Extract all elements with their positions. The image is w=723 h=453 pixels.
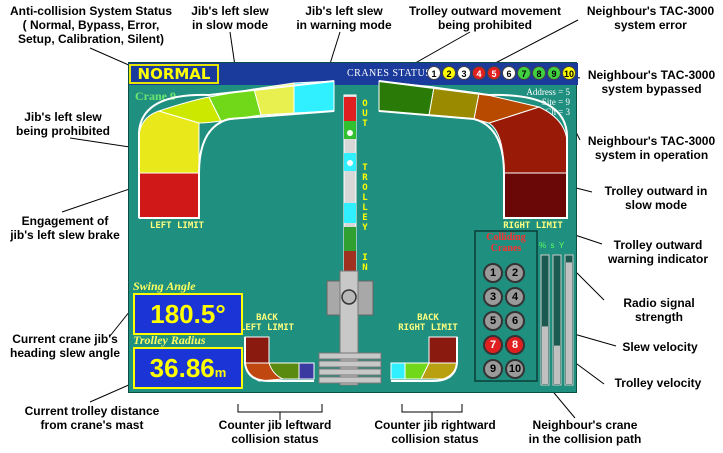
- colliding-crane-button-3[interactable]: 3: [483, 287, 503, 307]
- colliding-crane-button-2[interactable]: 2: [505, 263, 525, 283]
- annotation-slew-velocity: Slew velocity: [622, 340, 698, 354]
- colliding-cranes-panel: [474, 230, 538, 382]
- colliding-crane-button-4[interactable]: 4: [505, 287, 525, 307]
- trolley-position-marker: [347, 130, 353, 136]
- annotation-slew-prohibited: Jib's left slew being prohibited: [16, 110, 110, 138]
- trolley-radius-label: Trolley Radius: [133, 333, 206, 347]
- velocity-labels: % s Y: [539, 241, 565, 250]
- left-slew-limit-zone: [138, 172, 200, 219]
- counter-jib-right-zone-4: [390, 362, 406, 380]
- crane-status-dot-2[interactable]: 2: [442, 66, 456, 80]
- annotation-trolley-warning: Trolley outward warning indicator: [607, 238, 708, 266]
- trolley-radius-readout: 36.86m: [133, 347, 243, 389]
- colliding-crane-button-9[interactable]: 9: [483, 359, 503, 379]
- swing-angle-label: Swing Angle: [133, 279, 196, 293]
- annotation-slew-brake: Engagement of jib's left slew brake: [10, 214, 120, 242]
- crane-status-dot-5[interactable]: 5: [487, 66, 501, 80]
- trolley-radius-unit: m: [214, 365, 227, 380]
- annotation-radio-signal: Radio signal strength: [623, 296, 695, 324]
- annotation-trolley-prohibited: Trolley outward movement being prohibite…: [408, 4, 562, 32]
- swing-angle-readout: 180.5°: [133, 293, 243, 335]
- annotation-neighbour-error: Neighbour's TAC-3000 system error: [586, 4, 715, 32]
- crane-status-dot-6[interactable]: 6: [502, 66, 516, 80]
- slew-graphics: [138, 80, 574, 386]
- annotation-cj-left: Counter jib leftward collision status: [218, 418, 332, 446]
- trolley-in-label: IN: [362, 253, 368, 273]
- right-slew-limit-zone: [503, 172, 568, 219]
- counter-jib-left-zone-3: [268, 362, 300, 380]
- annotation-heading-angle: Current crane jib's heading slew angle: [9, 332, 121, 360]
- counter-jib-right-zone-1: [428, 336, 458, 364]
- colliding-cranes-title: Colliding Cranes: [486, 232, 526, 254]
- cranes-status-label: CRANES STATUS: [347, 68, 432, 79]
- back-right-limit-label: BACK RIGHT LIMIT: [398, 313, 458, 333]
- annotation-trolley-distance: Current trolley distance from crane's ma…: [24, 404, 160, 432]
- crane-status-dot-9[interactable]: 9: [547, 66, 561, 80]
- annotation-slew-warning: Jib's left slew in warning mode: [296, 4, 392, 32]
- slew-velocity-bar: [540, 254, 550, 386]
- crane-status-dot-4[interactable]: 4: [472, 66, 486, 80]
- colliding-crane-button-8[interactable]: 8: [505, 335, 525, 355]
- annotation-neighbour-path: Neighbour's crane in the collision path: [528, 418, 642, 446]
- trolley-label: TROLLEY: [362, 163, 368, 233]
- system-status-indicator[interactable]: NORMAL: [129, 64, 219, 84]
- colliding-crane-button-6[interactable]: 6: [505, 311, 525, 331]
- back-left-limit-label: BACK LEFT LIMIT: [239, 313, 295, 333]
- crane-status-dot-10[interactable]: 10: [562, 66, 576, 80]
- trolley-radius-value: 36.86: [149, 353, 215, 383]
- crane-status-dot-1[interactable]: 1: [427, 66, 441, 80]
- crane-status-dot-7[interactable]: 7: [517, 66, 531, 80]
- crane-status-dot-8[interactable]: 8: [532, 66, 546, 80]
- annotation-slew-slow: Jib's left slew in slow mode: [191, 4, 269, 32]
- annotation-trolley-slow: Trolley outward in slow mode: [604, 184, 708, 212]
- counter-jib-left-zone-4: [298, 362, 315, 380]
- colliding-crane-button-7[interactable]: 7: [483, 335, 503, 355]
- colliding-crane-button-5[interactable]: 5: [483, 311, 503, 331]
- trolley-out-label: OUT: [362, 99, 368, 129]
- annotation-neighbour-bypassed: Neighbour's TAC-3000 system bypassed: [587, 68, 716, 96]
- trolley-velocity-bar: [552, 254, 562, 386]
- slew-velocity-fill: [542, 326, 548, 384]
- annotation-trolley-velocity: Trolley velocity: [614, 376, 702, 390]
- left-limit-label: LEFT LIMIT: [149, 221, 205, 231]
- counter-jib-left-zone-1: [244, 336, 270, 364]
- swing-angle-value: 180.5°: [150, 299, 226, 329]
- annotation-system-status: Anti-collision System Status ( Normal, B…: [9, 4, 173, 46]
- trolley-velocity-fill: [554, 345, 560, 384]
- site-readout: Site = 9: [541, 97, 570, 107]
- trolley-prohibited-segment: [344, 97, 356, 121]
- colliding-crane-button-1[interactable]: 1: [483, 263, 503, 283]
- colliding-crane-button-10[interactable]: 10: [505, 359, 525, 379]
- annotation-cj-right: Counter jib rightward collision status: [374, 418, 496, 446]
- crane-status-dot-3[interactable]: 3: [457, 66, 471, 80]
- annotation-neighbour-operation: Neighbour's TAC-3000 system in operation: [587, 134, 716, 162]
- address-readout: Address = 5: [526, 87, 570, 97]
- right-limit-label: RIGHT LIMIT: [503, 221, 563, 231]
- radio-signal-fill: [566, 262, 572, 384]
